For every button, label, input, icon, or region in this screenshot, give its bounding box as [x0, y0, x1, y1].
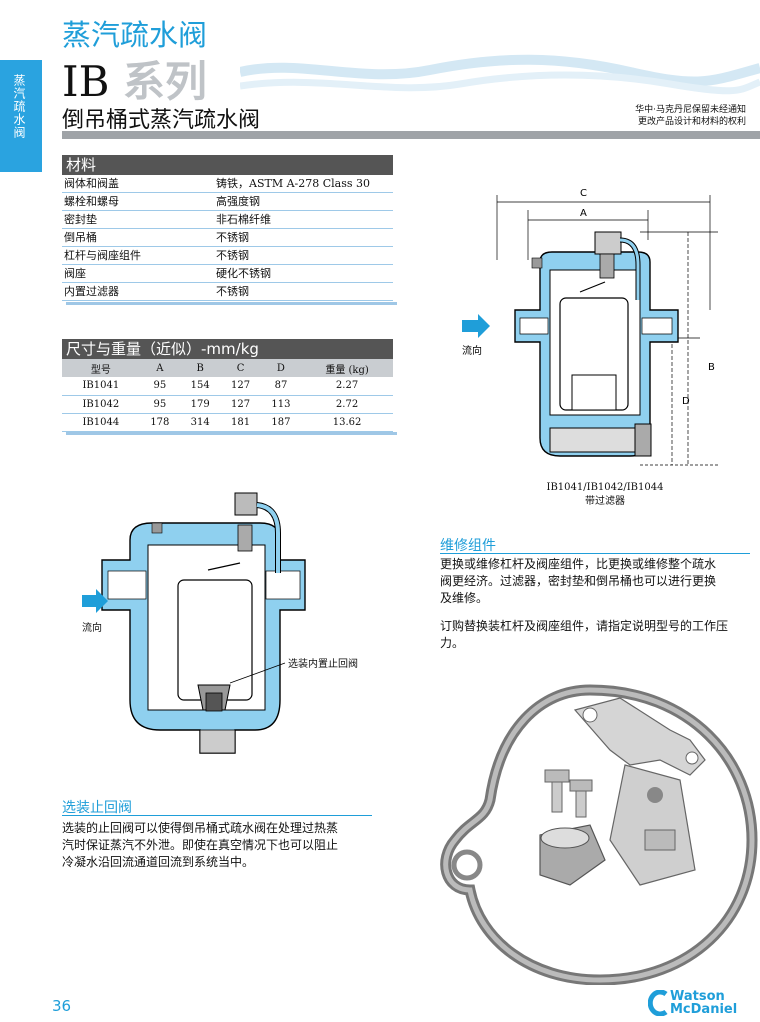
flow-label-top: 流向	[462, 344, 482, 357]
repair-kit-underline	[440, 553, 750, 554]
series-en: IB	[62, 57, 110, 106]
table-cell: 154	[180, 377, 221, 396]
table-row: 倒吊桶 不锈钢	[62, 229, 393, 247]
table-cell: 314	[180, 413, 221, 432]
material-value: 非石棉纤维	[216, 213, 271, 226]
repair-p2-line-1: 订购替换装杠杆及阀座组件，请指定说明型号的工作压	[440, 619, 729, 633]
repair-p1-line-2: 阀更经济。过滤器，密封垫和倒吊桶也可以进行更换	[440, 574, 717, 588]
material-value: 硬化不锈钢	[216, 267, 271, 280]
check-valve-line-2: 汽时保证蒸汽不外泄。即使在真空情况下也可以阻止	[62, 838, 339, 852]
repair-p1-line-1: 更换或维修杠杆及阀座组件，比更换或维修整个疏水	[440, 557, 717, 571]
flow-label-left: 流向	[82, 623, 102, 634]
table-cell: 87	[260, 377, 302, 396]
decorative-wave	[240, 54, 760, 95]
column-header: 型号	[62, 359, 140, 377]
table-row: 阀体和阀盖 铸铁，ASTM A-278 Class 30	[62, 175, 393, 193]
material-part: 内置过滤器	[64, 285, 119, 298]
table-row: 阀座 硬化不锈钢	[62, 265, 393, 283]
table-cell: 187	[260, 413, 302, 432]
material-value: 不锈钢	[216, 285, 249, 298]
material-value: 不锈钢	[216, 249, 249, 262]
trap-dimension-drawing: 流向 C A B D	[462, 188, 718, 466]
table-cell: 127	[220, 377, 261, 396]
materials-shadow	[66, 302, 397, 305]
table-cell: 2.27	[301, 377, 393, 396]
table-cell: 95	[139, 395, 181, 414]
check-valve-underline	[62, 815, 372, 816]
repair-p2-line-2: 力。	[440, 636, 465, 650]
table-cell: IB1044	[62, 413, 140, 432]
logo-c-icon	[648, 990, 668, 1016]
table-cell: 127	[220, 395, 261, 414]
side-tab: 蒸汽疏水阀	[0, 60, 42, 172]
material-part: 阀座	[64, 267, 86, 280]
column-header: D	[260, 359, 302, 377]
table-cell: 2.72	[301, 395, 393, 414]
material-value: 高强度钢	[216, 195, 260, 208]
repair-kit-title: 维修组件	[440, 538, 496, 554]
rights-notice: 华中·马克丹尼保留未经通知 更改产品设计和材料的权利	[635, 104, 746, 128]
dim-label-d: D	[682, 396, 690, 407]
column-header: 重量 (kg)	[301, 359, 393, 377]
logo-line-1: Watson	[670, 989, 725, 1004]
table-cell: 113	[260, 395, 302, 414]
dimensions-title: 尺寸与重量（近似）-mm/kg	[62, 339, 393, 359]
drawing-caption: IB1041/IB1042/IB1044 带过滤器	[530, 481, 680, 509]
check-valve-section-drawing	[82, 492, 306, 754]
table-cell: 179	[180, 395, 221, 414]
caption-line-2: 带过滤器	[585, 496, 625, 507]
table-cell: 95	[139, 377, 181, 396]
check-valve-line-3: 冷凝水沿回流通道回流到系统当中。	[62, 855, 255, 869]
check-valve-line-1: 选装的止回阀可以使得倒吊桶式疏水阀在处理过热蒸	[62, 821, 339, 835]
repair-kit-paragraph-2: 订购替换装杠杆及阀座组件，请指定说明型号的工作压 力。	[440, 618, 755, 652]
series-title: IB 系列	[62, 48, 207, 109]
material-value: 不锈钢	[216, 231, 249, 244]
table-row: 螺栓和螺母 高强度钢	[62, 193, 393, 211]
dimensions-shadow	[66, 432, 397, 435]
column-header: C	[220, 359, 261, 377]
check-valve-title: 选装止回阀	[62, 800, 132, 816]
dim-label-b: B	[708, 362, 715, 373]
column-header: B	[180, 359, 221, 377]
dim-label-c: C	[580, 188, 587, 199]
table-cell: IB1041	[62, 377, 140, 396]
notice-line-2: 更改产品设计和材料的权利	[637, 117, 746, 127]
material-part: 密封垫	[64, 213, 97, 226]
table-row: 密封垫 非石棉纤维	[62, 211, 393, 229]
notice-line-1: 华中·马克丹尼保留未经通知	[635, 105, 746, 115]
table-cell: 181	[220, 413, 261, 432]
material-part: 倒吊桶	[64, 231, 97, 244]
series-cn: 系列	[122, 57, 207, 106]
repair-kit-paragraph-1: 更换或维修杠杆及阀座组件，比更换或维修整个疏水 阀更经济。过滤器，密封垫和倒吊桶…	[440, 556, 755, 607]
table-row: 内置过滤器 不锈钢	[62, 283, 393, 301]
check-valve-paragraph: 选装的止回阀可以使得倒吊桶式疏水阀在处理过热蒸 汽时保证蒸汽不外泄。即使在真空情…	[62, 820, 382, 871]
material-part: 螺栓和螺母	[64, 195, 119, 208]
materials-title: 材料	[62, 155, 393, 175]
watson-mcdaniel-logo: Watson McDaniel	[648, 988, 752, 1018]
header-divider	[62, 131, 760, 139]
table-cell: 13.62	[301, 413, 393, 432]
category-title: 蒸汽疏水阀	[62, 18, 208, 52]
material-part: 阀体和阀盖	[64, 177, 119, 190]
column-header: A	[139, 359, 181, 377]
dim-label-a: A	[580, 208, 587, 219]
material-value: 铸铁，ASTM A-278 Class 30	[216, 177, 371, 190]
page-number: 36	[52, 997, 72, 1015]
check-valve-callout: 选装内置止回阀	[288, 659, 358, 670]
material-part: 杠杆与阀座组件	[64, 249, 141, 262]
repair-kit-photo	[440, 684, 758, 985]
logo-line-2: McDaniel	[670, 1002, 738, 1017]
table-row: 杠杆与阀座组件 不锈钢	[62, 247, 393, 265]
caption-line-1: IB1041/IB1042/IB1044	[546, 482, 664, 493]
side-tab-label: 蒸汽疏水阀	[12, 74, 26, 139]
table-cell: 178	[139, 413, 181, 432]
page-subtitle: 倒吊桶式蒸汽疏水阀	[62, 108, 261, 133]
repair-p1-line-3: 及维修。	[440, 591, 489, 605]
table-cell: IB1042	[62, 395, 140, 414]
materials-table: 阀体和阀盖 铸铁，ASTM A-278 Class 30 螺栓和螺母 高强度钢密封垫 非…	[62, 175, 393, 301]
